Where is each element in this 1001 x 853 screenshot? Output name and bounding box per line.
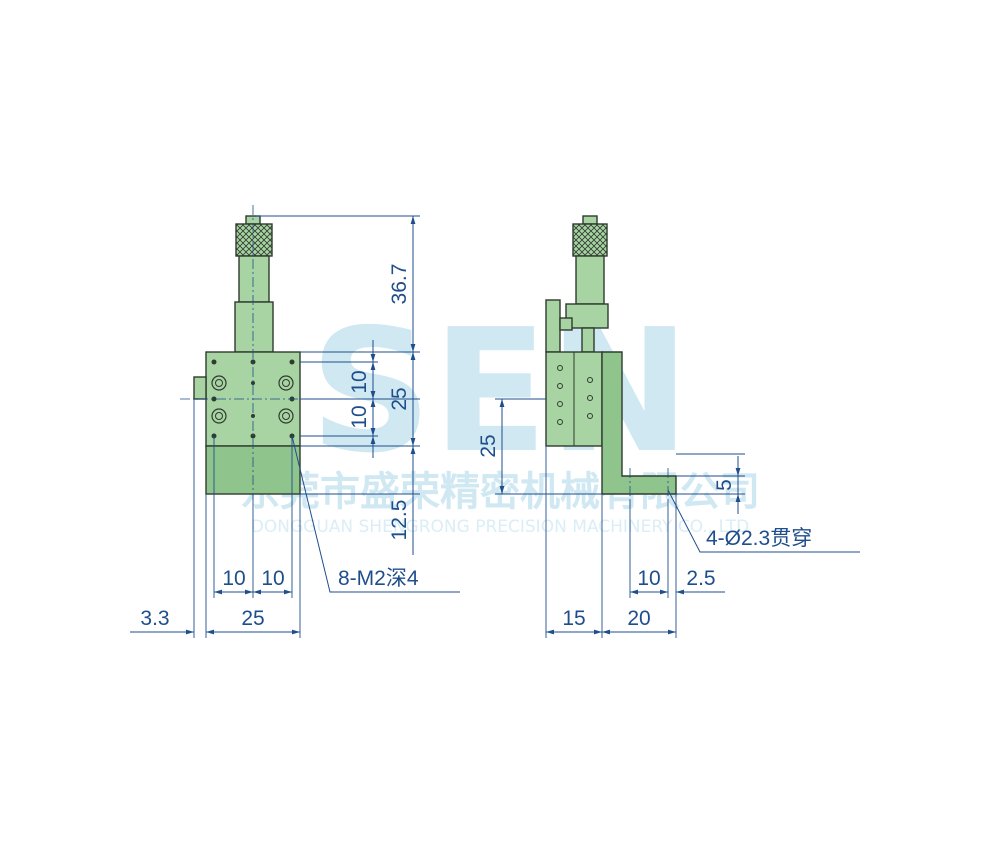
side-dim-base-thickness: 5 <box>713 479 736 491</box>
dim-hole-pitch-x1: 10 <box>222 567 245 590</box>
dim-bottom-height: 12.5 <box>388 500 411 541</box>
micrometer-sleeve <box>234 301 274 353</box>
dim-height-top: 36.7 <box>388 264 411 305</box>
watermark: SEN 东莞市盛荣精密机械有限公司 DONGGUAN SHENGRONG PRE… <box>240 293 760 537</box>
front-view: 36.7 25 12.5 10 10 10 10 25 3.3 8-M2深4 <box>130 205 460 638</box>
knurled-knob <box>235 223 273 257</box>
side-spindle <box>581 327 595 353</box>
dim-width: 25 <box>241 607 264 630</box>
dim-center-height: 25 <box>388 387 411 410</box>
side-micrometer-tip <box>582 215 598 225</box>
side-callout-hole: 4-Ø2.3贯穿 <box>706 527 812 550</box>
side-knurled-knob <box>572 223 608 257</box>
side-micrometer-barrel <box>575 255 605 305</box>
dim-hole-pitch-top2: 10 <box>348 405 371 428</box>
callout-leader <box>291 435 460 593</box>
side-bracket-lip <box>559 317 573 331</box>
side-clamp <box>193 376 207 400</box>
side-top-bracket <box>545 299 561 353</box>
side-clamp-block <box>565 303 609 329</box>
dim-hole-pitch-x2: 10 <box>261 567 284 590</box>
side-dim-edge-offset: 2.5 <box>686 567 715 590</box>
side-dim-width-right: 20 <box>627 607 650 630</box>
side-dim-width-left: 15 <box>562 607 585 630</box>
side-holes <box>557 365 593 425</box>
side-view: 25 5 10 2.5 15 20 4-Ø2.3贯穿 <box>477 215 860 638</box>
watermark-company-en: DONGGUAN SHENGRONG PRECISION MACHINERY C… <box>251 517 749 537</box>
side-dim-hole-pitch: 10 <box>637 567 660 590</box>
micrometer-barrel <box>238 255 270 303</box>
dim-hole-pitch-top: 10 <box>348 370 371 393</box>
side-dim-height: 25 <box>477 434 500 457</box>
dim-offset: 3.3 <box>140 607 169 630</box>
side-callout-leader <box>667 489 860 553</box>
callout-thread: 8-M2深4 <box>338 567 419 590</box>
